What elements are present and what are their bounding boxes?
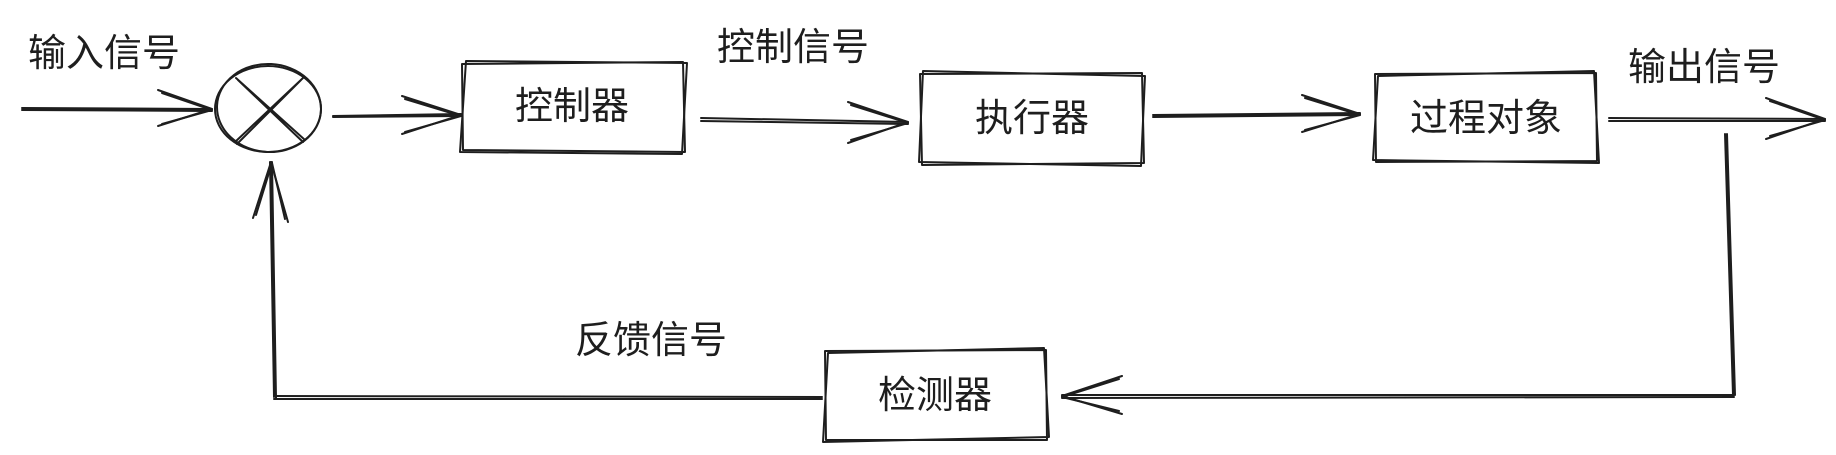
arrow-controller-to-actuator <box>700 101 909 144</box>
actuator-block: 执行器 <box>918 70 1146 167</box>
process-label: 过程对象 <box>1410 96 1562 140</box>
sensor-block: 检测器 <box>822 347 1050 443</box>
input-signal-label: 输入信号 <box>28 31 180 75</box>
feedback-line-left <box>252 161 823 400</box>
arrow-actuator-to-process <box>1152 94 1361 133</box>
controller-block: 控制器 <box>459 60 688 155</box>
feedback-line-right <box>1061 133 1736 415</box>
output-arrow <box>1608 97 1826 140</box>
actuator-label: 执行器 <box>975 96 1089 140</box>
control-signal-label: 控制信号 <box>717 25 869 69</box>
output-signal-label: 输出信号 <box>1628 45 1780 89</box>
feedback-signal-label: 反馈信号 <box>575 318 727 362</box>
sensor-label: 检测器 <box>878 373 992 417</box>
summing-junction-icon <box>214 62 322 154</box>
arrow-junction-to-controller <box>332 95 462 135</box>
controller-label: 控制器 <box>515 84 629 128</box>
input-arrow <box>21 89 213 127</box>
process-block: 过程对象 <box>1372 70 1600 164</box>
